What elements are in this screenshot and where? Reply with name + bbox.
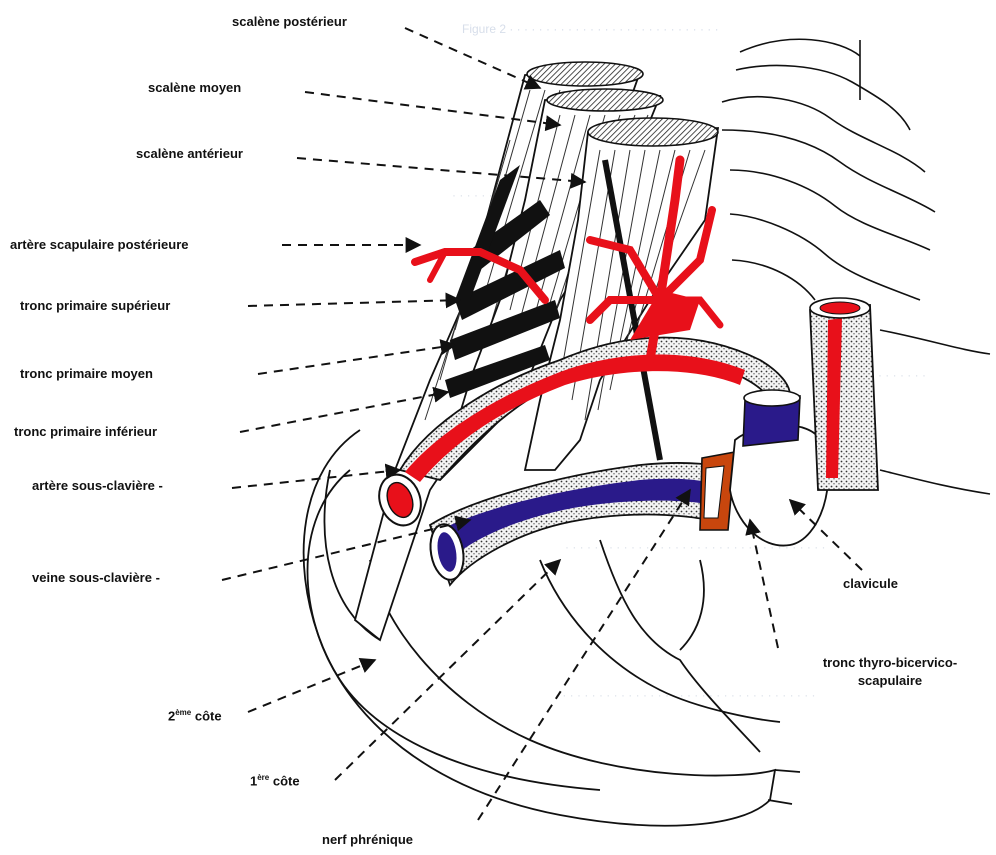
- label-cote-1-word: côte: [269, 773, 299, 788]
- label-cote-1-suffix: ère: [257, 773, 269, 782]
- leader-tronc-superieur: [248, 300, 460, 306]
- label-premiere-cote: 1ère côte: [250, 770, 300, 789]
- label-cote-2-word: côte: [191, 708, 221, 723]
- cut-vessel-right: [810, 298, 878, 490]
- label-tronc-primaire-inferieur: tronc primaire inférieur: [14, 424, 157, 440]
- leader-scalene-posterieur: [405, 28, 540, 88]
- label-tronc-primaire-superieur: tronc primaire supérieur: [20, 298, 170, 314]
- label-tronc-primaire-moyen: tronc primaire moyen: [20, 366, 153, 382]
- label-veine-sous-claviere: veine sous-clavière -: [32, 570, 160, 586]
- label-deuxieme-cote: 2ème côte: [168, 705, 222, 724]
- label-scalene-posterieur: scalène postérieur: [232, 14, 347, 30]
- label-scalene-moyen: scalène moyen: [148, 80, 241, 96]
- label-cote-2-suffix: ème: [175, 708, 191, 717]
- label-scalene-anterieur: scalène antérieur: [136, 146, 243, 162]
- label-tronc-thyro-bicervico-scapulaire: tronc thyro-bicervico-scapulaire: [792, 654, 988, 690]
- label-clavicule: clavicule: [843, 576, 898, 592]
- subclavian-vein: [426, 452, 735, 585]
- label-artere-sous-claviere: artère sous-clavière -: [32, 478, 163, 494]
- leader-tronc-moyen: [258, 345, 455, 374]
- label-nerf-phrenique: nerf phrénique: [322, 832, 413, 848]
- label-artere-scapulaire-posterieure: artère scapulaire postérieure: [10, 237, 188, 253]
